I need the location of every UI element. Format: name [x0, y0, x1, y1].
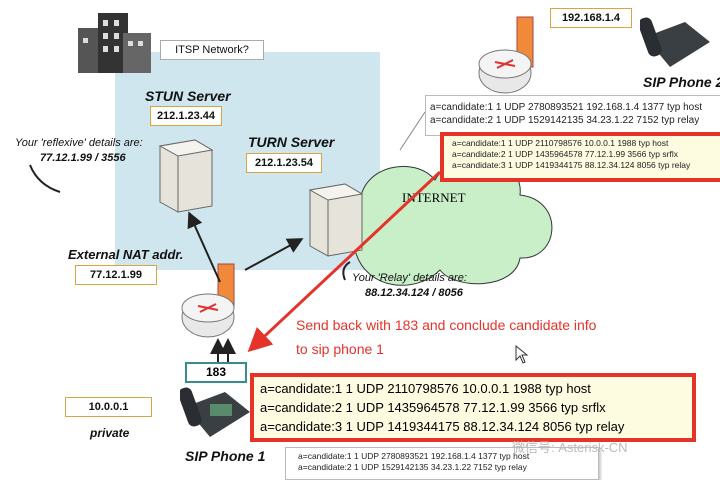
candidate-line: a=candidate:2 1 UDP 1529142135 34.23.1.2…	[430, 115, 700, 126]
relay-details-line2: 88.12.34.124 / 8056	[365, 287, 463, 299]
nat-title: External NAT addr.	[68, 247, 184, 262]
stun-server-icon	[158, 139, 214, 213]
reflexive-details-line1: Your 'reflexive' details are:	[15, 137, 143, 149]
candidate-line: a=candidate:1 1 UDP 2780893521 192.168.1…	[298, 451, 530, 461]
itsp-network-label: ITSP Network?	[160, 40, 264, 60]
reflexive-details-line2: 77.12.1.99 / 3556	[40, 152, 126, 164]
candidate-line: a=candidate:2 1 UDP 1435964578 77.12.1.9…	[260, 400, 606, 415]
sip-phone-1-ip: 10.0.0.1	[65, 397, 152, 417]
nat-router-icon	[181, 263, 235, 338]
candidate-line: a=candidate:3 1 UDP 1419344175 88.12.34.…	[452, 160, 691, 170]
candidate-line: a=candidate:2 1 UDP 1529142135 34.23.1.2…	[298, 462, 527, 472]
sip-phone-1-title: SIP Phone 1	[185, 448, 266, 464]
sip-phone-2-ip: 192.168.1.4	[550, 8, 632, 28]
phone1-candidates-top: a=candidate:1 1 UDP 2110798576 10.0.0.1 …	[440, 132, 720, 182]
sip-phone-2-title: SIP Phone 2	[643, 74, 720, 90]
candidate-line: a=candidate:1 1 UDP 2110798576 10.0.0.1 …	[260, 381, 591, 396]
stun-server-ip: 212.1.23.44	[150, 106, 222, 126]
response-183-badge: 183	[185, 362, 247, 383]
sip-phone-2-router-icon	[478, 16, 534, 94]
message-line2: to sip phone 1	[296, 341, 384, 357]
candidate-line: a=candidate:3 1 UDP 1419344175 88.12.34.…	[260, 419, 625, 434]
candidate-line: a=candidate:1 1 UDP 2780893521 192.168.1…	[430, 102, 702, 113]
message-line1: Send back with 183 and conclude candidat…	[296, 317, 597, 333]
watermark: 微信号: Asterisk-CN	[512, 440, 628, 455]
sip-phone-1-icon	[180, 387, 250, 437]
sip-phone-2-icon	[640, 17, 710, 67]
nat-ip: 77.12.1.99	[75, 265, 157, 285]
mouse-cursor-icon	[515, 345, 529, 364]
turn-server-title: TURN Server	[248, 134, 335, 150]
turn-server-icon	[308, 183, 364, 257]
turn-server-ip: 212.1.23.54	[246, 153, 322, 173]
phone2-candidates-top: a=candidate:1 1 UDP 2780893521 192.168.1…	[425, 95, 720, 136]
candidate-line: a=candidate:1 1 UDP 2110798576 10.0.0.1 …	[452, 138, 669, 148]
candidate-line: a=candidate:2 1 UDP 1435964578 77.12.1.9…	[452, 149, 678, 159]
stun-server-title: STUN Server	[145, 88, 231, 104]
sip-phone-1-network: private	[90, 426, 130, 440]
phone1-candidates-highlight: a=candidate:1 1 UDP 2110798576 10.0.0.1 …	[250, 373, 696, 442]
relay-details-line1: Your 'Relay' details are:	[352, 272, 467, 284]
building-icon	[78, 13, 151, 73]
